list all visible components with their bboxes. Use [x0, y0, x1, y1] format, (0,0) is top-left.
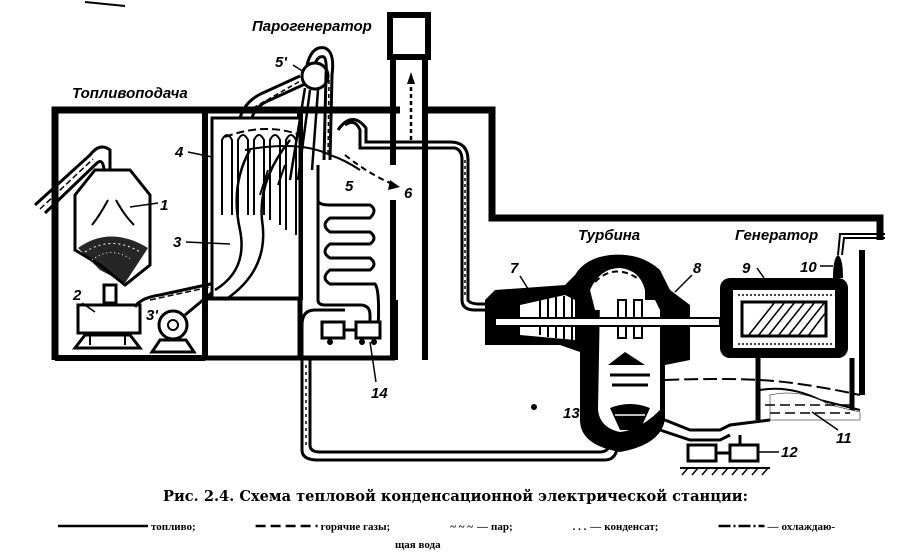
legend-label-cooling-water: охлаждаю- — [782, 521, 836, 533]
number-4: 4 — [174, 144, 184, 161]
legend-label-hot-gases: горячие газы; — [321, 521, 391, 533]
number-9: 9 — [742, 260, 751, 277]
legend-glyph-steam: ~ ~ ~ — [450, 521, 473, 533]
legend-label-fuel: топливо; — [151, 521, 196, 533]
number-3: 3 — [173, 234, 182, 251]
legend-row: топливо; горячие газы; ~ ~ ~ — пар; . . … — [58, 521, 835, 533]
number-10: 10 — [800, 259, 817, 276]
number-6: 6 — [404, 185, 413, 202]
legend-glyph-condensate: . . . — [573, 521, 587, 533]
legend-label-steam: пар; — [491, 521, 513, 533]
component-numbers: 1 2 3 3' 4 5 5' 6 7 8 9 10 11 12 13 14 — [72, 54, 852, 461]
legend-dash-steam: — — [476, 521, 489, 533]
number-7: 7 — [510, 260, 519, 277]
number-8: 8 — [693, 260, 702, 277]
figure-caption: Рис. 2.4. Схема тепловой конденсационной… — [58, 488, 835, 551]
electric-generator — [720, 233, 885, 420]
label-steam-generator: Парогенератор — [252, 18, 372, 35]
number-13: 13 — [563, 405, 580, 422]
chimney — [387, 12, 431, 360]
fuel-hopper — [73, 168, 152, 305]
legend-dash-cooling: — — [767, 521, 780, 533]
number-2: 2 — [72, 287, 82, 304]
legend-dash-condensate: — — [589, 521, 602, 533]
number-14: 14 — [371, 385, 388, 402]
cooling-water — [659, 378, 861, 476]
label-fuel-supply: Топливоподача — [72, 85, 188, 102]
steam-drum — [238, 46, 335, 181]
number-12: 12 — [781, 444, 798, 461]
number-11: 11 — [836, 430, 852, 447]
fuel-conveyor — [33, 145, 112, 215]
number-5-prime: 5' — [275, 54, 287, 71]
stray-mark — [84, 1, 126, 7]
number-5: 5 — [345, 178, 354, 195]
steam-turbine — [485, 254, 721, 452]
coal-mill — [71, 303, 144, 350]
label-turbine: Турбина — [578, 227, 640, 244]
number-3-prime: 3' — [146, 307, 158, 324]
caption-title: Рис. 2.4. Схема тепловой конденсационной… — [163, 488, 748, 505]
number-1: 1 — [160, 197, 168, 214]
blower-fan — [133, 281, 216, 354]
legend-label-cooling-water-cont: щая вода — [395, 539, 441, 551]
feed-pumps — [320, 320, 382, 345]
legend-label-condensate: конденсат; — [604, 521, 658, 533]
boiler-furnace — [210, 116, 361, 302]
label-generator: Генератор — [735, 227, 818, 244]
